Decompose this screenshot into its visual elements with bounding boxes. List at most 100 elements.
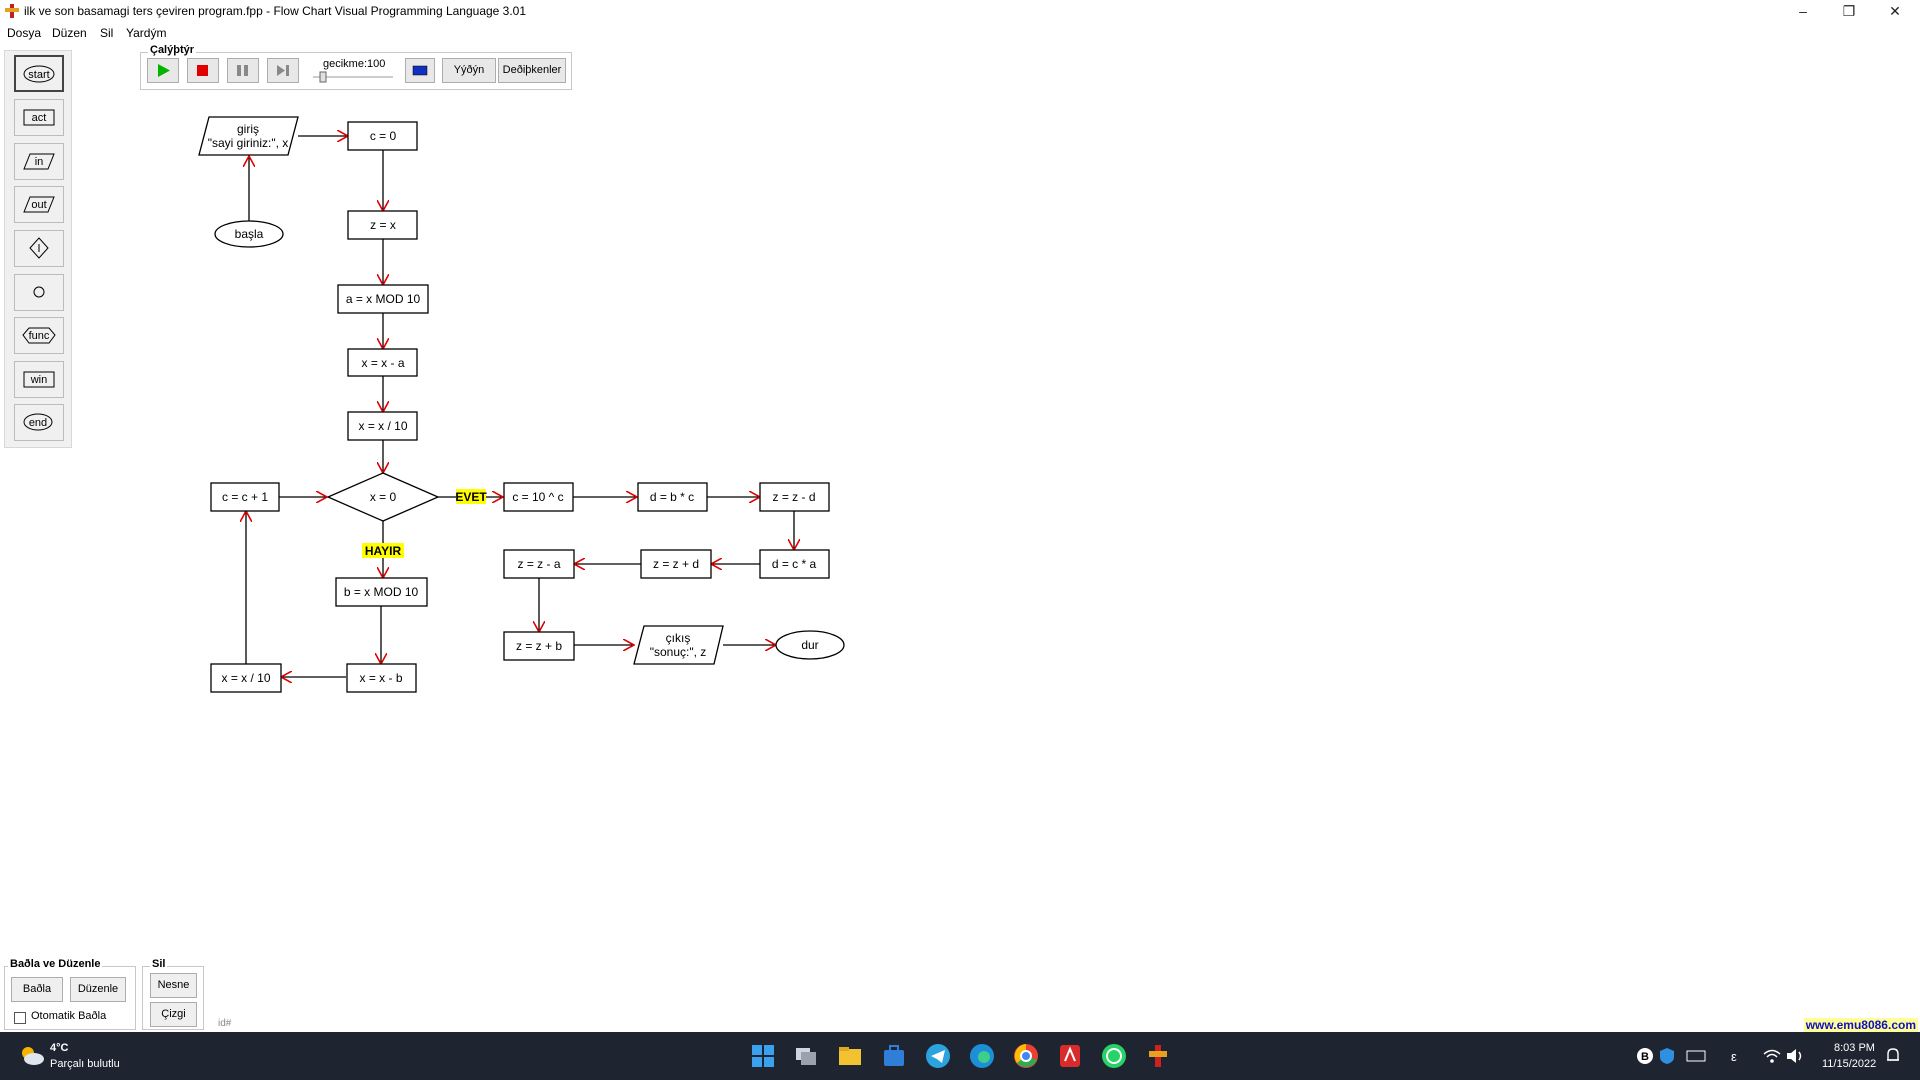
menu-yardim[interactable]: Yardým [126, 26, 167, 40]
process-zx[interactable] [347, 210, 418, 240]
process-zzd1[interactable] [759, 482, 830, 512]
svg-text:start: start [28, 69, 49, 81]
keyboard-icon[interactable] [1686, 1048, 1706, 1064]
start-text: başla [235, 227, 264, 241]
process-cinc[interactable] [210, 482, 280, 512]
clock-date[interactable]: 11/15/2022 [1822, 1058, 1877, 1070]
weather-desc: Parçalı bulutlu [50, 1058, 120, 1070]
arrange-button[interactable]: Düzenle [70, 977, 126, 1002]
process-dbc[interactable] [637, 482, 708, 512]
input-language[interactable]: ε [1731, 1049, 1737, 1064]
maximize-button[interactable]: ❐ [1842, 3, 1856, 19]
task-view-icon[interactable] [793, 1043, 819, 1069]
wifi-icon[interactable] [1762, 1047, 1782, 1065]
svg-text:act: act [32, 112, 47, 124]
pause-icon [237, 65, 248, 76]
process-xxa[interactable] [347, 348, 418, 377]
tray-b-icon[interactable]: B [1636, 1047, 1654, 1065]
security-tray-icon[interactable] [1658, 1047, 1676, 1065]
stack-button[interactable]: Yýðýn [442, 58, 496, 83]
app-icon [5, 4, 19, 18]
connect-button[interactable]: Baðla [11, 977, 63, 1002]
store-icon[interactable] [881, 1043, 907, 1069]
variables-button[interactable]: Deðiþkenler [498, 58, 566, 83]
svg-text:in: in [35, 156, 44, 168]
website-link[interactable]: www.emu8086.com [1803, 1018, 1918, 1032]
connector-icon [33, 286, 45, 298]
process-xxb[interactable] [346, 663, 417, 693]
volume-icon[interactable] [1785, 1047, 1805, 1065]
pause-button[interactable] [227, 58, 259, 83]
tool-end[interactable]: end [14, 404, 64, 441]
menu-sil[interactable]: Sil [100, 26, 114, 40]
input-title: giriş [237, 122, 259, 136]
process-zzd2[interactable] [640, 549, 712, 579]
windows-start-icon[interactable] [750, 1043, 776, 1069]
zzd1-text: z = z - d [772, 490, 815, 504]
input-node[interactable] [198, 116, 299, 156]
svg-text:win: win [30, 374, 48, 386]
shape-toolbox: start act in out func [4, 50, 72, 448]
delete-line-button[interactable]: Çizgi [150, 1002, 197, 1027]
dca-text: d = c * a [772, 557, 817, 571]
c0-text: c = 0 [370, 129, 397, 143]
step-button[interactable] [267, 58, 299, 83]
tool-out[interactable]: out [14, 186, 64, 223]
menu-duzen[interactable]: Düzen [52, 26, 87, 40]
minimize-button[interactable]: – [1799, 3, 1807, 19]
close-button[interactable]: ✕ [1889, 3, 1901, 19]
tool-func[interactable]: func [14, 317, 64, 354]
weather-icon[interactable] [16, 1043, 46, 1067]
input-args: "sayi giriniz:", x [208, 136, 289, 150]
play-button[interactable] [147, 58, 179, 83]
clock-time[interactable]: 8:03 PM [1834, 1042, 1875, 1054]
pdf-reader-icon[interactable] [1057, 1043, 1083, 1069]
tool-decision[interactable] [14, 230, 64, 267]
zx-text: z = x [370, 218, 396, 232]
delete-object-button[interactable]: Nesne [150, 973, 197, 998]
end-icon: end [23, 413, 53, 431]
stop-icon [197, 65, 208, 76]
process-c0[interactable] [347, 121, 418, 151]
process-cpow[interactable] [503, 482, 574, 512]
telegram-icon[interactable] [925, 1043, 951, 1069]
amod-text: a = x MOD 10 [346, 292, 421, 306]
process-zza[interactable] [503, 549, 575, 579]
stop-button[interactable] [187, 58, 219, 83]
taskbar [0, 1032, 1920, 1080]
tool-start[interactable]: start [14, 55, 64, 92]
menu-dosya[interactable]: Dosya [7, 26, 42, 40]
process-xdiv1[interactable] [347, 411, 418, 441]
tool-act[interactable]: act [14, 99, 64, 136]
whatsapp-icon[interactable] [1101, 1043, 1127, 1069]
run-panel [140, 52, 572, 90]
no-label: HAYIR [365, 544, 402, 558]
chrome-icon[interactable] [1013, 1043, 1039, 1069]
output-node[interactable] [633, 625, 724, 665]
tool-in[interactable]: in [14, 143, 64, 180]
delete-group [142, 966, 204, 1030]
window-title: ilk ve son basamagi ters çeviren program… [24, 4, 527, 18]
process-bmod[interactable] [335, 577, 428, 607]
process-amod[interactable] [337, 284, 429, 314]
flowchart-canvas[interactable]: başla giriş "sayi giriniz:", x c = 0 z =… [0, 0, 1920, 1040]
cinc-text: c = c + 1 [222, 490, 268, 504]
tool-connector[interactable] [14, 274, 64, 311]
delay-slider[interactable] [308, 70, 398, 84]
dbc-text: d = b * c [650, 490, 694, 504]
delay-label: gecikme:100 [323, 58, 386, 70]
file-explorer-icon[interactable] [837, 1043, 863, 1069]
console-button[interactable] [405, 58, 435, 83]
process-zzb[interactable] [503, 631, 575, 661]
edge-icon[interactable] [969, 1043, 995, 1069]
flowchart-app-icon[interactable] [1145, 1043, 1171, 1069]
tool-win[interactable]: win [14, 361, 64, 398]
notification-icon[interactable] [1884, 1046, 1902, 1066]
decision-node[interactable] [326, 472, 440, 522]
start-node[interactable] [214, 220, 284, 248]
title-bar: ilk ve son basamagi ters çeviren program… [0, 0, 1920, 22]
process-xdiv2[interactable] [210, 663, 282, 693]
end-node[interactable] [775, 630, 845, 660]
process-dca[interactable] [759, 549, 830, 579]
auto-connect-checkbox[interactable] [14, 1012, 26, 1024]
